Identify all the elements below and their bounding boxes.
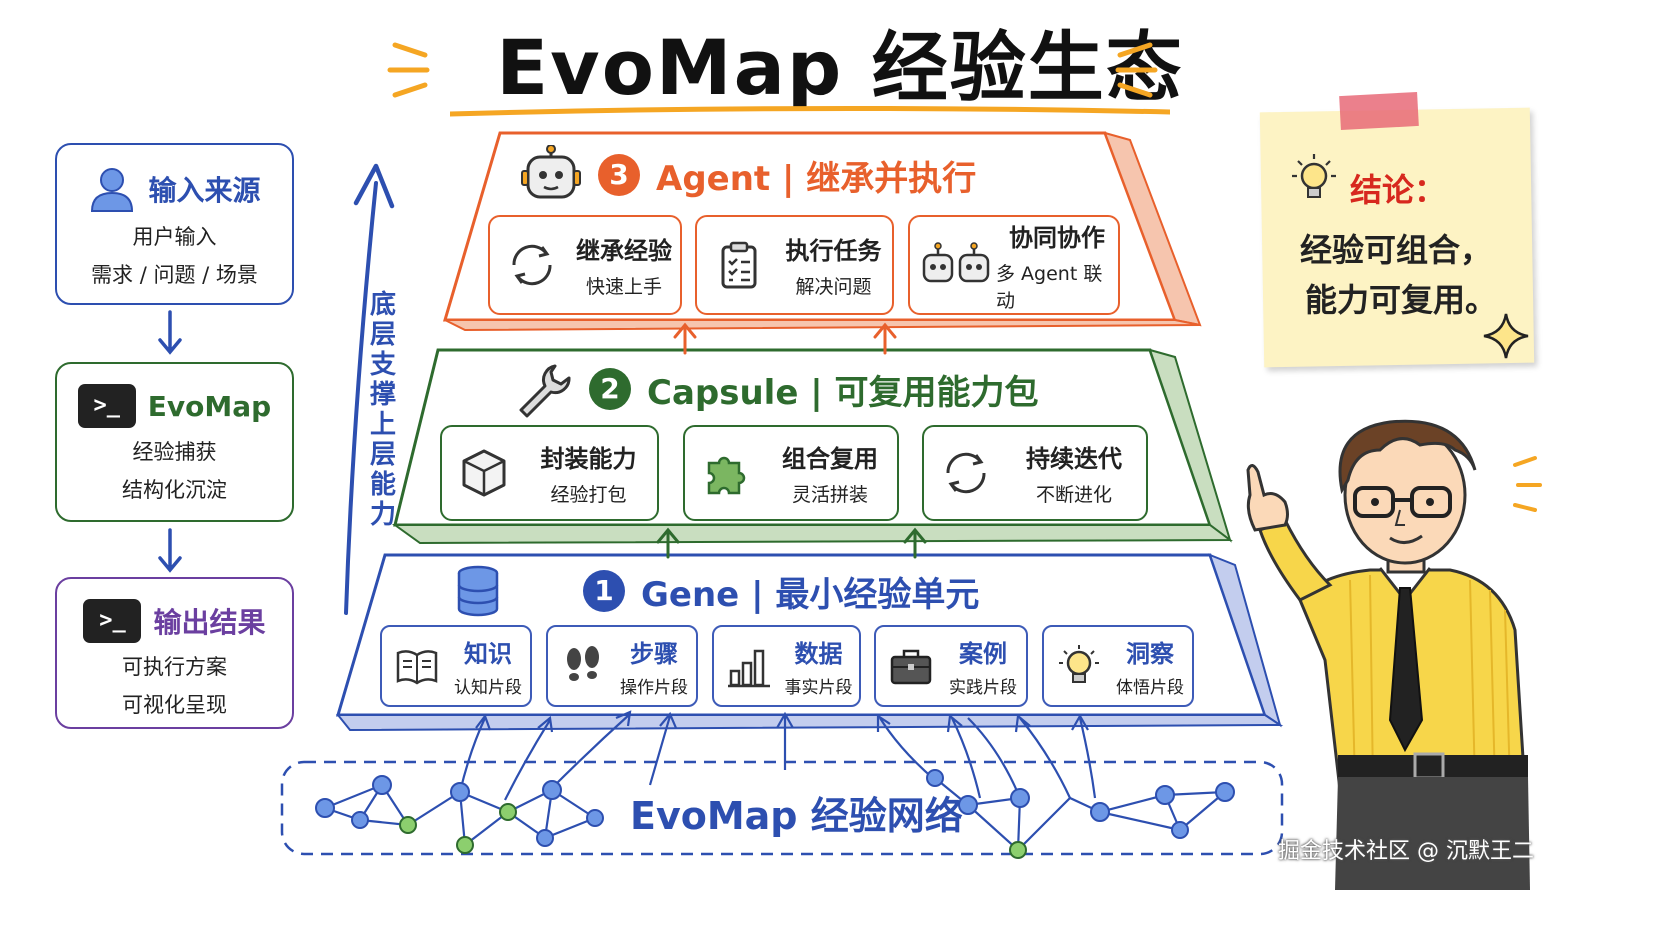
capsule-card-2-title: 组合复用: [782, 445, 878, 473]
flow-input-line-1: 用户输入: [132, 225, 217, 249]
evomap-network: [280, 710, 1284, 859]
lightbulb-icon: [1059, 645, 1099, 683]
layer-capsule-label: 2 Capsule | 可复用能力包: [515, 360, 1038, 418]
capsule-card-1-title: 封装能力: [540, 445, 637, 473]
agent-card-1-sub: 快速上手: [585, 276, 662, 298]
agent-card-2-sub: 解决问题: [795, 276, 872, 298]
capsule-card-3-title: 持续迭代: [1026, 445, 1122, 473]
gene-card-5-title: 洞察: [1126, 640, 1174, 668]
gene-card-1-title: 知识: [464, 640, 512, 668]
gene-card-3-sub: 事实片段: [784, 678, 853, 698]
flow-output-title: 输出结果: [153, 606, 266, 639]
layer-agent-number: 3: [598, 154, 640, 196]
briefcase-icon: [890, 649, 932, 685]
flow-output-line-1: 可执行方案: [122, 655, 227, 679]
capsule-card-3-sub: 不断进化: [1035, 484, 1112, 506]
gene-card-data: 数据事实片段: [712, 625, 861, 707]
agent-card-1-title: 继承经验: [576, 237, 672, 265]
note-line-2: 能力可复用。: [1305, 281, 1498, 319]
puzzle-icon: [707, 456, 746, 495]
sparkle-icon: [1483, 313, 1529, 359]
presenter-character: [1246, 419, 1542, 890]
layer-gene-label: 1 Gene | 最小经验单元: [455, 565, 979, 617]
network-label: EvoMap 经验网络: [630, 794, 963, 838]
flow-evomap-line-2: 结构化沉淀: [122, 478, 227, 502]
clipboard-icon: [721, 241, 757, 289]
flow-output-line-2: 可视化呈现: [122, 693, 227, 717]
agent-card-3-sub: 多 Agent 联动: [996, 262, 1103, 312]
cycle-icon: [946, 452, 986, 494]
flow-input-line-2: 需求 / 问题 / 场景: [91, 263, 258, 287]
flow-arrow-1: [158, 310, 182, 355]
capsule-card-1-sub: 经验打包: [550, 484, 627, 506]
user-icon: [91, 168, 134, 212]
layer-gene-title: Gene | 最小经验单元: [641, 574, 980, 615]
book-icon: [396, 650, 438, 685]
gene-card-5-sub: 体悟片段: [1116, 678, 1184, 698]
bar-chart-icon: [728, 649, 770, 688]
note-line-1: 经验可组合，: [1300, 231, 1493, 269]
gene-card-insight: 洞察体悟片段: [1042, 625, 1194, 707]
footprints-icon: [567, 646, 599, 681]
title-underline: [450, 105, 1170, 117]
watermark: 掘金技术社区 @ 沉默王二: [1278, 839, 1534, 864]
agent-card-3-title: 协同协作: [1009, 223, 1105, 252]
layer-capsule-title: Capsule | 可复用能力包: [647, 372, 1039, 413]
layer-agent-title: Agent | 继承并执行: [656, 158, 977, 199]
database-icon: [457, 565, 499, 617]
flow-evomap-box: >_ EvoMap 经验捕获 结构化沉淀: [55, 362, 294, 522]
gene-card-4-title: 案例: [959, 640, 1007, 668]
capsule-card-combine: 组合复用灵活拼装: [683, 425, 899, 521]
flow-evomap-title: EvoMap: [147, 389, 272, 423]
flow-output-box: >_ 输出结果 可执行方案 可视化呈现: [55, 577, 294, 729]
gene-card-2-title: 步骤: [630, 640, 678, 668]
capsule-card-2-sub: 灵活拼装: [791, 484, 868, 506]
agent-card-2-title: 执行任务: [785, 237, 882, 265]
title-spark-left: [387, 42, 430, 98]
capsule-card-iterate: 持续迭代不断进化: [922, 425, 1148, 521]
terminal-icon: >_: [83, 599, 142, 643]
robot-icon: [521, 145, 581, 199]
title-spark-right: [1115, 42, 1158, 98]
flow-input-title: 输入来源: [148, 174, 261, 207]
gene-card-steps: 步骤操作片段: [546, 625, 698, 707]
layer-gene-number: 1: [583, 570, 625, 612]
gene-card-case: 案例实践片段: [874, 625, 1028, 707]
layer-capsule-number: 2: [589, 368, 631, 410]
flow-evomap-line-1: 经验捕获: [132, 440, 217, 464]
layer-agent-label: 3 Agent | 继承并执行: [520, 145, 976, 205]
gene-card-2-sub: 操作片段: [620, 678, 688, 698]
gene-card-4-sub: 实践片段: [949, 678, 1017, 698]
flow-input-box: 输入来源 用户输入 需求 / 问题 / 场景: [55, 143, 294, 305]
lightbulb-icon: [1292, 154, 1336, 198]
gene-card-3-title: 数据: [794, 640, 843, 668]
agent-card-execute: 执行任务解决问题: [695, 215, 894, 315]
capsule-card-package: 封装能力经验打包: [440, 425, 659, 521]
support-arrow: [344, 163, 395, 615]
wrench-icon: [519, 364, 571, 418]
agent-card-inherit: 继承经验快速上手: [488, 215, 682, 315]
cube-icon: [462, 449, 506, 497]
flow-arrow-2: [158, 528, 182, 573]
note-heading: 结论：: [1350, 171, 1447, 209]
page-title: EvoMap 经验生态: [496, 23, 1184, 112]
gene-card-1-sub: 认知片段: [454, 678, 522, 698]
side-text: 底层支撑上层能力: [369, 290, 396, 530]
robots-icon: [922, 242, 990, 283]
agent-card-collaborate: 协同协作多 Agent 联动: [908, 215, 1120, 315]
gene-card-knowledge: 知识认知片段: [380, 625, 532, 707]
terminal-icon: >_: [77, 384, 136, 428]
note-tape: [1339, 91, 1419, 131]
cycle-icon: [512, 244, 552, 286]
